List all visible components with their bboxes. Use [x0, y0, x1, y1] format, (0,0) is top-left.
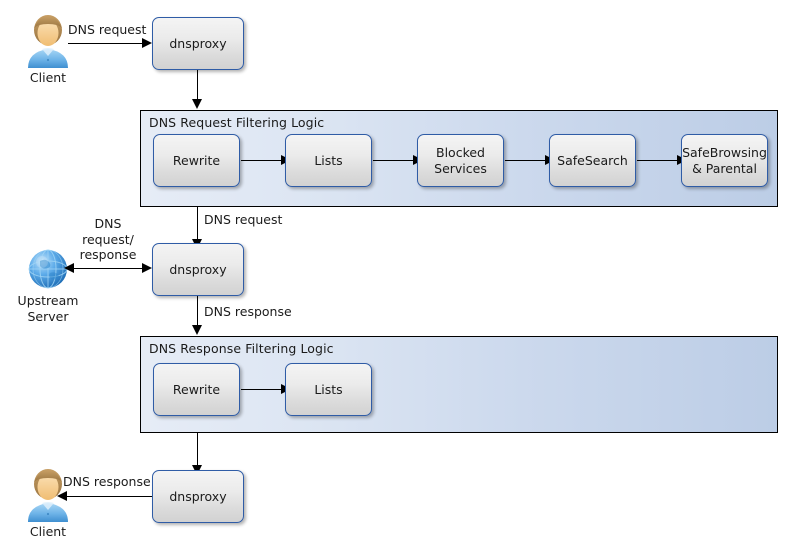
node-blocked-services-label-line1: Blocked: [436, 145, 485, 161]
node-rewrite-request-label: Rewrite: [172, 152, 221, 168]
arrow-lists-to-blocked: [373, 160, 415, 161]
arrowhead-right-icon: [142, 38, 152, 48]
node-rewrite-response-label: Rewrite: [172, 381, 221, 397]
request-filtering-panel-title: DNS Request Filtering Logic: [149, 115, 325, 130]
arrowhead-right-icon: [142, 263, 152, 273]
node-safesearch-label: SafeSearch: [557, 152, 628, 168]
edge-label-upstream-exchange: DNS request/ response: [70, 216, 146, 263]
arrow-dnsproxy-to-request-panel: [197, 70, 198, 100]
arrow-rewrite-to-lists-response: [241, 389, 283, 390]
edge-label-upstream-exchange-line2: request/: [82, 231, 134, 247]
client-bottom-caption: Client: [29, 524, 67, 539]
arrowhead-left-icon: [57, 491, 67, 501]
upstream-server-caption: Upstream Server: [2, 293, 94, 324]
edge-label-dnsproxy-to-response-panel: DNS response: [204, 304, 292, 319]
node-safebrowsing-parental-label-line2: & Parental: [692, 160, 757, 176]
arrowhead-down-icon: [192, 325, 202, 335]
dnsproxy-middle-node[interactable]: dnsproxy: [152, 243, 244, 296]
edge-label-dnsproxy-to-client: DNS response: [63, 474, 151, 489]
client-top-caption: Client: [29, 70, 67, 85]
upstream-server-caption-line1: Upstream: [17, 293, 79, 308]
node-lists-request-label: Lists: [314, 152, 343, 168]
edge-label-upstream-exchange-line1: DNS: [94, 216, 122, 231]
node-safebrowsing-parental-label-line1: SafeBrowsing: [682, 145, 767, 161]
arrowhead-down-icon: [192, 99, 202, 109]
node-safesearch[interactable]: SafeSearch: [549, 134, 636, 187]
dnsproxy-top-node[interactable]: dnsproxy: [152, 17, 244, 70]
user-icon: [22, 12, 74, 68]
edge-label-panel-to-dnsproxy: DNS request: [204, 212, 283, 227]
globe-icon: [22, 243, 74, 295]
dnsproxy-middle-label: dnsproxy: [169, 261, 227, 277]
arrow-upstream-exchange: [73, 268, 144, 269]
arrow-dnsproxy-to-response-panel: [197, 296, 198, 326]
node-lists-response[interactable]: Lists: [285, 363, 372, 416]
arrow-safesearch-to-safebrowsing: [637, 160, 679, 161]
arrow-response-panel-to-dnsproxy: [197, 433, 198, 466]
node-lists-request[interactable]: Lists: [285, 134, 372, 187]
arrowhead-left-icon: [64, 263, 74, 273]
arrow-dnsproxy-to-client: [66, 496, 152, 497]
node-rewrite-request[interactable]: Rewrite: [153, 134, 240, 187]
node-safebrowsing-parental[interactable]: SafeBrowsing & Parental: [681, 134, 768, 187]
arrow-client-to-dnsproxy: [68, 43, 144, 44]
edge-label-upstream-exchange-line3: response: [79, 247, 137, 263]
node-blocked-services-label-line2: Services: [434, 160, 487, 176]
edge-label-client-to-proxy: DNS request: [68, 22, 147, 37]
dnsproxy-bottom-label: dnsproxy: [169, 488, 227, 504]
response-filtering-panel-title: DNS Response Filtering Logic: [149, 341, 334, 356]
response-filtering-panel: DNS Response Filtering Logic: [140, 336, 778, 433]
upstream-server-caption-line2: Server: [27, 308, 69, 324]
node-lists-response-label: Lists: [314, 381, 343, 397]
node-blocked-services[interactable]: Blocked Services: [417, 134, 504, 187]
user-icon: [22, 466, 74, 522]
arrow-request-panel-to-dnsproxy: [197, 207, 198, 240]
arrow-blocked-to-safesearch: [505, 160, 547, 161]
dnsproxy-top-label: dnsproxy: [169, 35, 227, 51]
arrow-rewrite-to-lists: [241, 160, 283, 161]
dnsproxy-bottom-node[interactable]: dnsproxy: [152, 470, 244, 523]
node-rewrite-response[interactable]: Rewrite: [153, 363, 240, 416]
